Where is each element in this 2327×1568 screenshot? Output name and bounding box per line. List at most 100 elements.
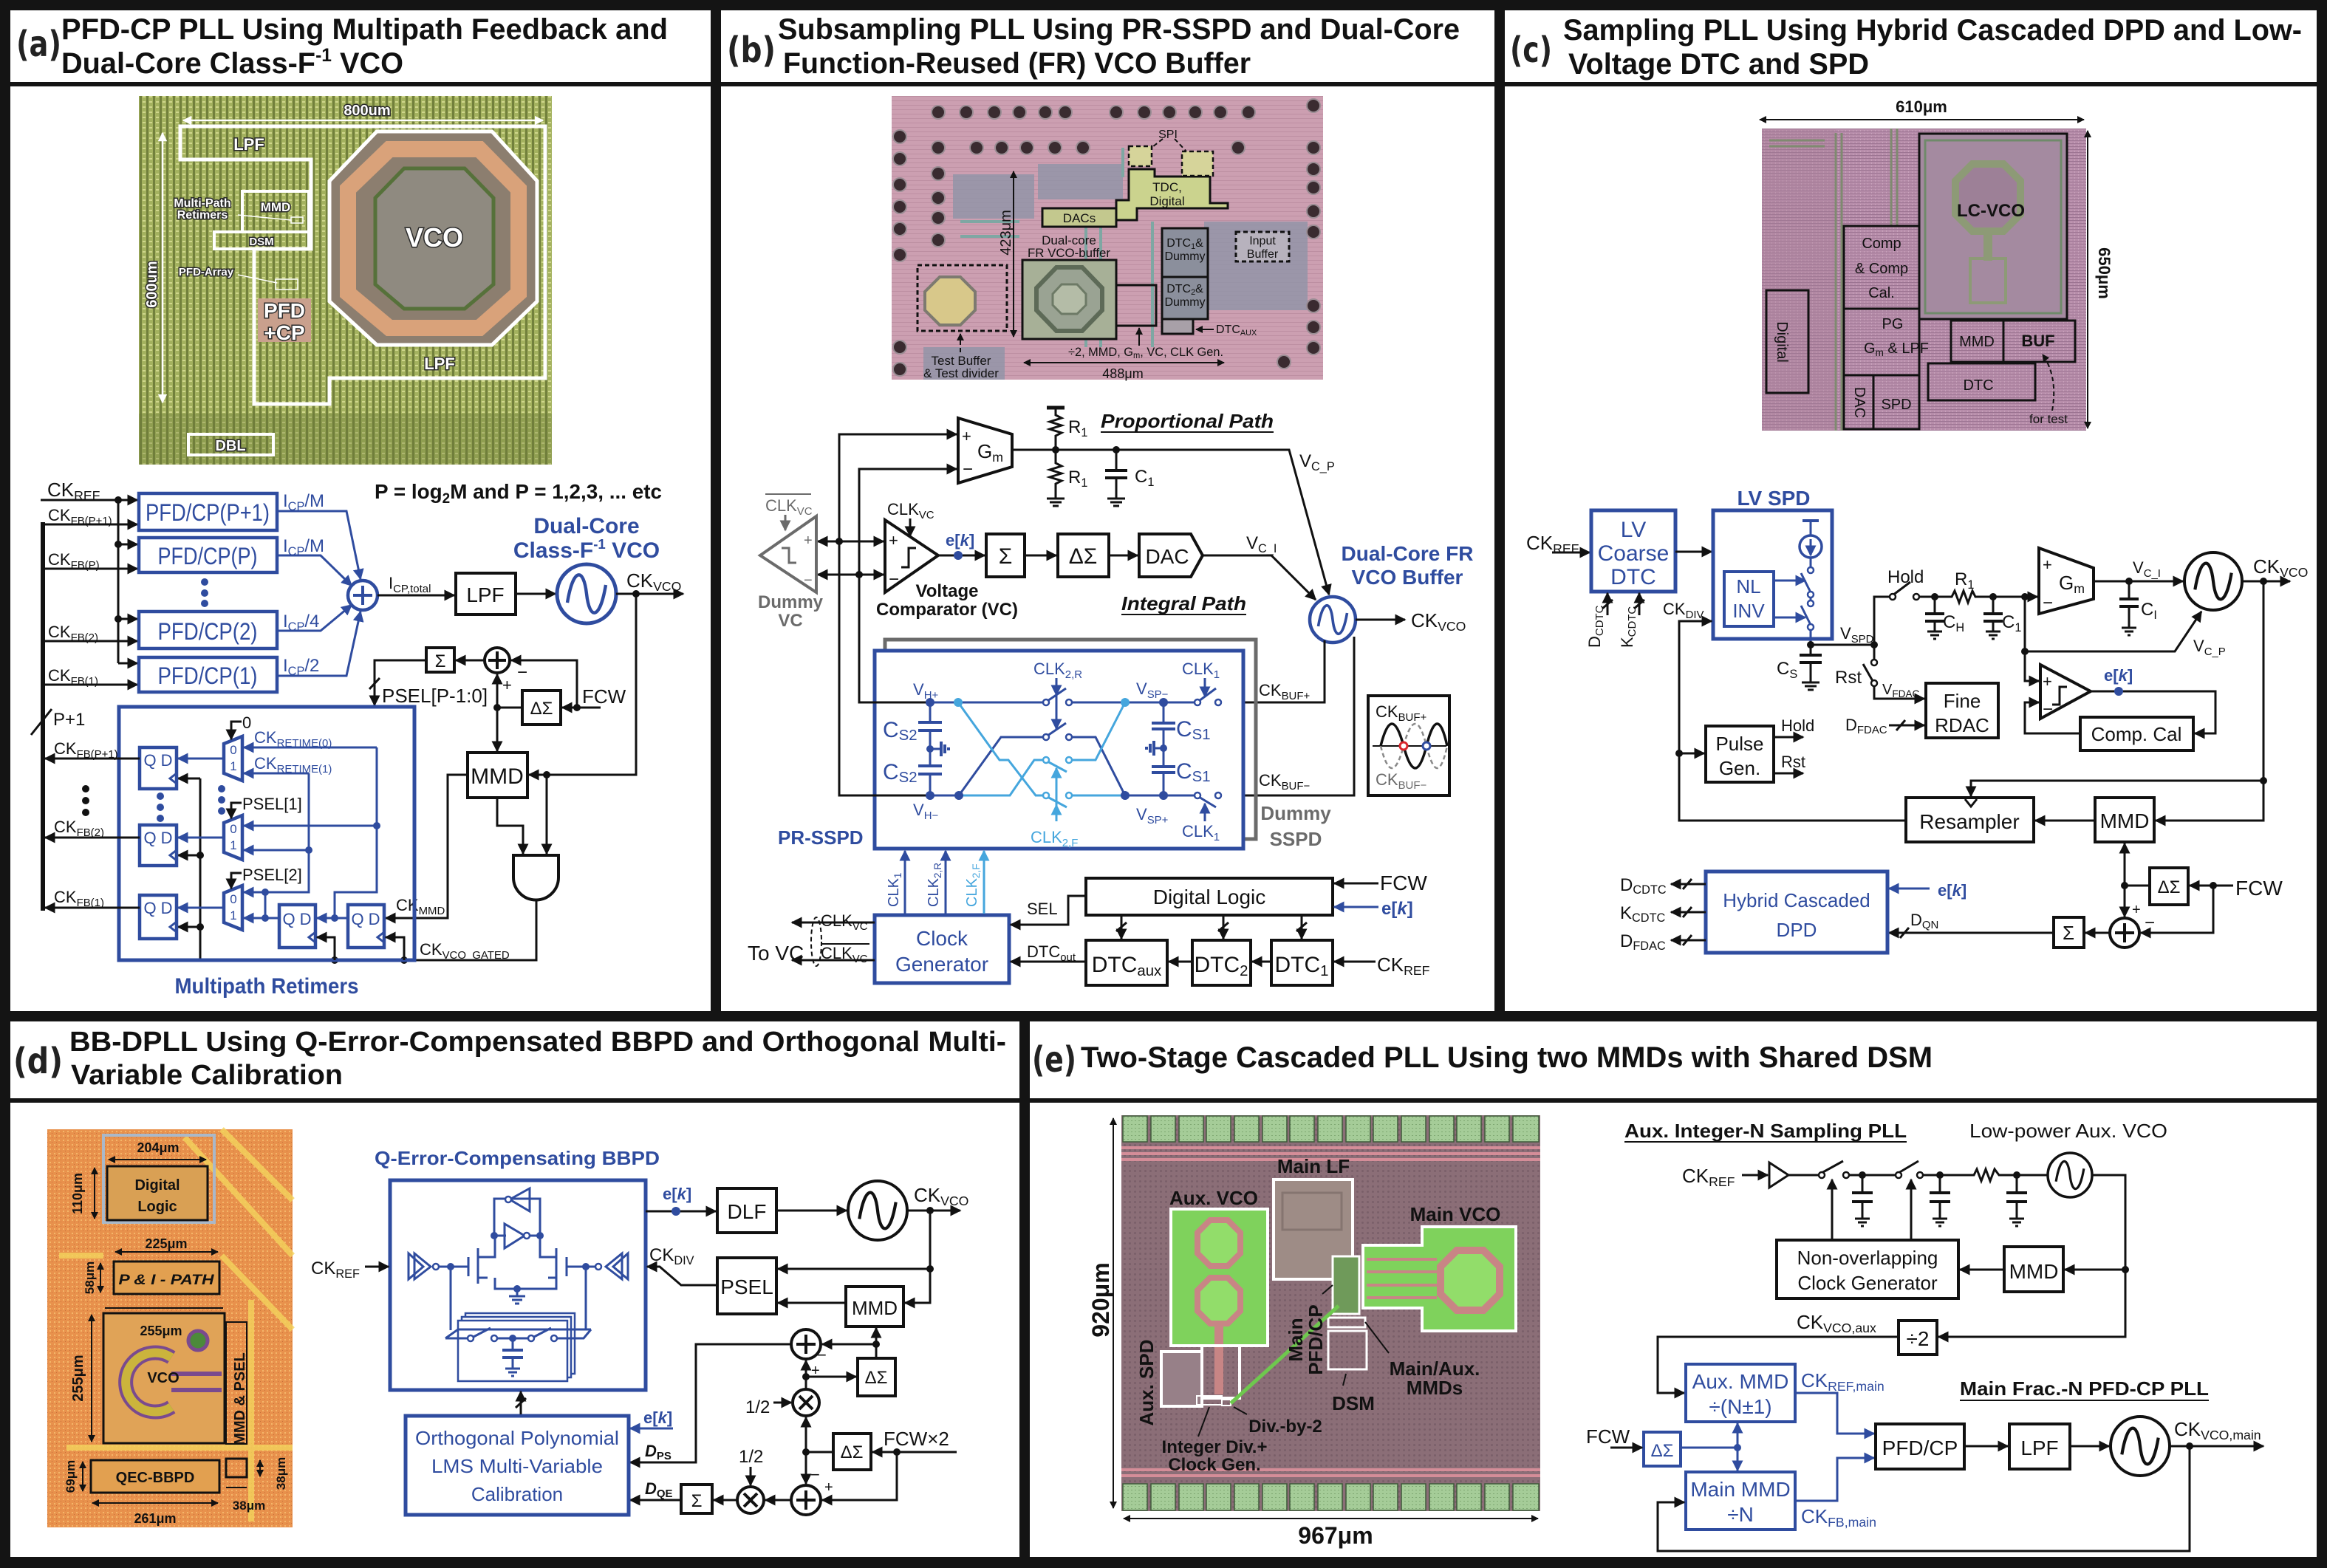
digital-label: Digital: [1774, 321, 1790, 363]
buf-label: BUF: [2021, 332, 2054, 350]
lv-coarse-dtc-block: [1589, 508, 1678, 594]
die-width-label: 800um: [344, 103, 390, 119]
input-buffer: [407, 1250, 433, 1282]
input-buffer: [604, 1250, 629, 1282]
gm-amplifier: [2037, 546, 2095, 616]
d-cdtc-out-label: DCDTC: [1620, 875, 1667, 897]
mmd-label: MMD: [261, 200, 291, 214]
title-divider: [721, 82, 1494, 86]
flop-label: Q D: [143, 899, 172, 917]
main-mmd-label: Main MMD: [1690, 1478, 1790, 1501]
vco-buffer-title: VCO Buffer: [1352, 566, 1463, 589]
flip-flop: [137, 823, 179, 868]
hybrid-dpd-label: Hybrid Cascaded: [1723, 889, 1870, 911]
lv-dtc-label: LV: [1621, 518, 1646, 542]
ck-vco-gated-label: CKVCO_GATED: [420, 940, 510, 962]
panel-a: (a) PFD-CP PLL Using Multipath Feedback …: [10, 10, 711, 1011]
bus-slash: [514, 1397, 527, 1409]
flop-label: Q D: [351, 910, 380, 928]
switch-terminals: [1870, 592, 1921, 688]
half-label: 1/2: [739, 1447, 763, 1467]
sampling-capacitors: [918, 721, 1175, 776]
integral-path-label: Integral Path: [1121, 592, 1246, 614]
ck-vco-label: CKVCO: [1411, 609, 1466, 634]
title-divider: [1505, 82, 2317, 86]
dtc-region: [1927, 362, 2037, 402]
bus-slash: [1115, 921, 1308, 933]
die-height-label: 600um: [144, 261, 160, 307]
cs2-label: CS2: [883, 760, 918, 786]
clk1-label: CLK1: [1182, 822, 1220, 843]
sigma-label: Σ: [691, 1491, 703, 1511]
panel-title-line1: PFD-CP PLL Using Multipath Feedback and: [61, 13, 668, 46]
aux-mmd-block: [1684, 1363, 1797, 1423]
pulse-gen-label: Pulse: [1715, 733, 1763, 755]
die-photo: SPI TDC, Digital DACs Dual-core FR VCO-b…: [892, 96, 1323, 381]
k-cdtc-label: KCDTC: [1618, 606, 1639, 648]
ek-label: e[k]: [663, 1185, 691, 1203]
spd-label: SPD: [1881, 397, 1911, 413]
lc-vco-label: LC-VCO: [1957, 201, 2025, 221]
lv-dtc-label: DTC: [1610, 565, 1656, 589]
mmd-label: MMD: [2100, 809, 2150, 832]
d-cdtc-label: DCDTC: [1585, 605, 1606, 648]
mux-select-label: 0: [242, 713, 251, 732]
dummy-sspd-label: Dummy: [1260, 802, 1331, 824]
r1-label: R1: [1068, 468, 1087, 490]
clock-generator-label: Non-overlapping: [1797, 1247, 1938, 1269]
d-qn-label: DQN: [1910, 911, 1938, 931]
lpf-label: LPF: [2020, 1437, 2058, 1459]
clk2f-label: CLK2,F: [964, 863, 982, 907]
vh-minus-label: VH−: [913, 801, 938, 822]
qec-bbpd-region: [89, 1459, 221, 1494]
dacs-region: [1041, 207, 1118, 228]
delta-sigma-label: ΔΣ: [1651, 1441, 1674, 1461]
d-fdac-label: DFDAC: [1845, 716, 1887, 736]
lpf-outline: [178, 124, 547, 406]
multipath-retimers-block: [117, 705, 417, 962]
dimension-label: 110μm: [70, 1173, 85, 1214]
ck-fb-label: CKFB(1): [48, 666, 98, 688]
clk-vc-bar-label: CLKVC: [821, 944, 868, 965]
calibration-label: Calibration: [471, 1483, 563, 1505]
mmd-label: MMD: [471, 764, 524, 789]
panel-title-line2: Voltage DTC and SPD: [1568, 48, 1869, 81]
ck-fb-label: CKFB(2): [48, 623, 98, 644]
hybrid-dpd-label: DPD: [1777, 919, 1817, 941]
dimension-label: 38μm: [233, 1499, 265, 1513]
die-photo: 204μm Digital Logic 110μm 225μm P & I - …: [47, 1127, 295, 1527]
clk-vc-label: CLKVC: [887, 500, 934, 521]
retimers-label: Retimers: [177, 209, 228, 222]
ck-retime0-label: CKRETIME(0): [254, 728, 332, 750]
ck-fb-label: CKFB(P+1): [48, 506, 112, 527]
dsm-region: [1327, 1329, 1368, 1371]
comp-cal-label: Comp. Cal: [2091, 723, 2182, 745]
ck-div-label: CKDIV: [649, 1245, 694, 1267]
delta-sigma-label: ΔΣ: [530, 699, 553, 719]
dtc2-label: DTC2: [1195, 953, 1248, 979]
inductor: [1952, 160, 2024, 235]
divide-by-2-label: ÷2: [1907, 1327, 1930, 1350]
bus-slash: [1895, 719, 1907, 731]
spi-label: SPI: [1158, 129, 1178, 141]
clk-vc-label: CLKVC: [821, 911, 868, 933]
vfdac-label: VFDAC: [1882, 682, 1920, 699]
pfd-cp-label: PFD/CP(1): [158, 663, 258, 689]
half-label: 1/2: [745, 1397, 770, 1417]
clk2r-label: CLK2,R: [926, 863, 943, 907]
calibration-label: LMS Multi-Variable: [431, 1455, 603, 1477]
die-photo: 610μm 650μm LC-VCO Comp & Comp Cal. PG G…: [1759, 97, 2114, 431]
to-vc-label: To VC: [748, 942, 804, 965]
buffer-waveform-inset: CKBUF+ CKBUF−: [1367, 694, 1451, 797]
tdc-label: Digital: [1149, 194, 1184, 208]
test-buffer-label: Test Buffer: [932, 354, 991, 368]
schematic: R1 R1 + − Gm C1 VC_P Proportional Path +…: [748, 405, 1473, 987]
dummy-sspd-label: SSPD: [1270, 828, 1322, 850]
mmd-label: MMD: [2009, 1260, 2059, 1283]
d-ps-label: DPS: [645, 1442, 672, 1462]
main-pll-title: Main Frac.-N PFD-CP PLL: [1960, 1377, 2209, 1400]
ck-vco-label: CKVCO: [2253, 555, 2308, 580]
ck-ref-label: CKREF: [1682, 1165, 1735, 1189]
mux-input-label: 0: [230, 892, 236, 906]
